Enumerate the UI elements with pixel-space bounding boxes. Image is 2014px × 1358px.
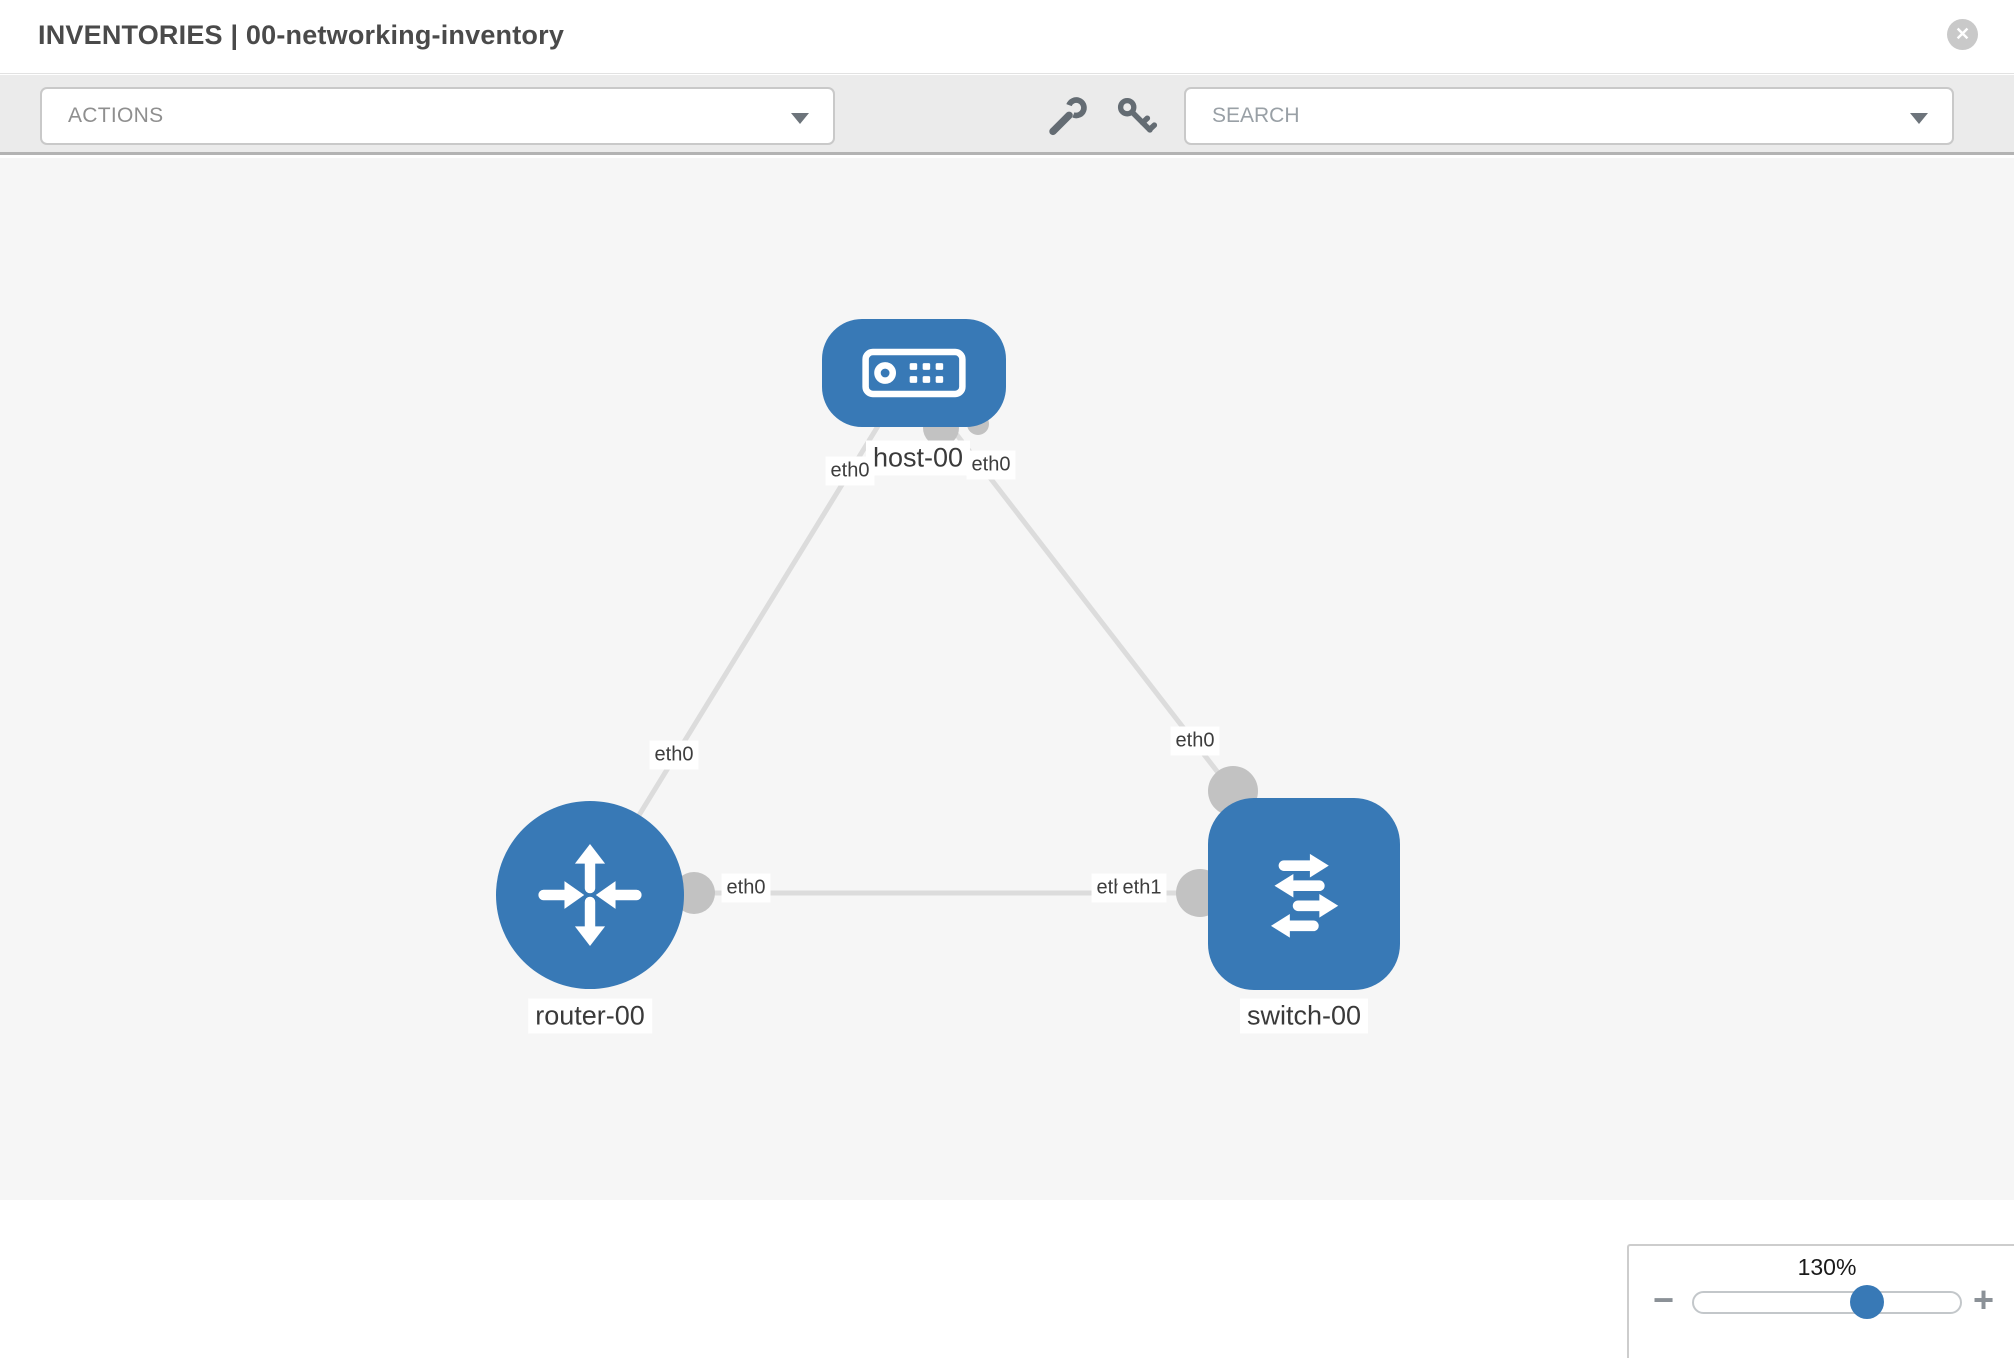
zoom-panel: 130% − + bbox=[1627, 1244, 2014, 1358]
switch-icon bbox=[1270, 853, 1339, 938]
header-bar: INVENTORIES | 00-networking-inventory ✕ bbox=[0, 0, 2014, 74]
close-icon[interactable]: ✕ bbox=[1947, 19, 1978, 50]
node-host-00[interactable] bbox=[822, 319, 1006, 427]
chevron-down-icon bbox=[1910, 113, 1928, 124]
zoom-value: 130% bbox=[1797, 1254, 1857, 1280]
chevron-down-icon bbox=[791, 113, 809, 124]
key-icon[interactable] bbox=[1114, 94, 1158, 138]
zoom-out-button[interactable]: − bbox=[1653, 1279, 1675, 1320]
interface-label-switch-left-front: eth1 bbox=[1117, 873, 1167, 903]
search-input[interactable] bbox=[1212, 104, 1852, 128]
interface-label-router-host-link: eth0 bbox=[649, 740, 699, 770]
toolbar: ACTIONS bbox=[0, 75, 2014, 155]
interface-label-host-right: eth0 bbox=[966, 450, 1016, 480]
interface-label-host-left: eth0 bbox=[825, 456, 875, 486]
node-router-00[interactable] bbox=[496, 801, 684, 989]
zoom-slider-thumb[interactable] bbox=[1850, 1285, 1884, 1319]
interface-label-router-right: eth0 bbox=[721, 873, 771, 903]
actions-dropdown[interactable]: ACTIONS bbox=[40, 87, 835, 145]
zoom-in-button[interactable]: + bbox=[1973, 1279, 1995, 1320]
links-layer bbox=[587, 410, 1258, 917]
host-icon bbox=[862, 348, 966, 398]
topology-canvas[interactable]: host-00 router-00 switch-00 eth0 eth0 et… bbox=[0, 158, 2014, 1358]
wrench-icon[interactable] bbox=[1046, 94, 1090, 138]
actions-dropdown-label: ACTIONS bbox=[68, 104, 164, 127]
zoom-slider-track[interactable] bbox=[1692, 1285, 1962, 1319]
node-label-host: host-00 bbox=[865, 440, 971, 476]
node-switch-00[interactable] bbox=[1208, 798, 1400, 990]
node-label-switch: switch-00 bbox=[1239, 998, 1369, 1034]
page-title: INVENTORIES | 00-networking-inventory bbox=[38, 20, 565, 50]
router-icon bbox=[538, 843, 642, 947]
interface-label-switch-top: eth0 bbox=[1170, 726, 1220, 756]
node-label-router: router-00 bbox=[528, 998, 652, 1034]
search-dropdown[interactable] bbox=[1184, 87, 1954, 145]
